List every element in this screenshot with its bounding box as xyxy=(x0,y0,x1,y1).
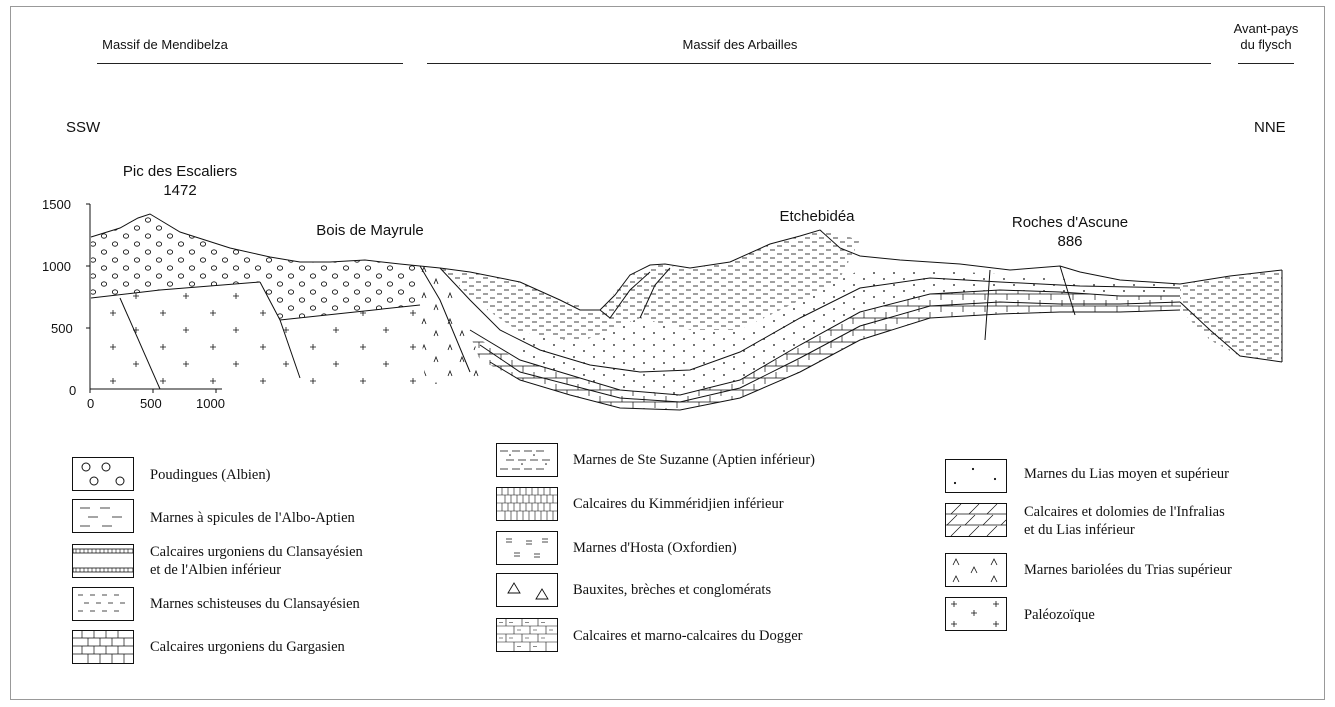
x-tick-500: 500 xyxy=(140,396,162,411)
region-line-mendibelza xyxy=(97,63,403,64)
x-tick-1000: 1000 xyxy=(196,396,225,411)
legend-label-paleozoique: Paléozoïque xyxy=(1024,607,1095,623)
region-label-mendibelza: Massif de Mendibelza xyxy=(102,37,228,52)
legend-label-calcaires-infralias: Calcaires et dolomies de l'Infralias et … xyxy=(1024,504,1225,538)
legend-label-calcaires-dogger: Calcaires et marno-calcaires du Dogger xyxy=(573,628,803,644)
region-label-arbailles: Massif des Arbailles xyxy=(682,37,798,52)
place-bois-de-mayrule: Bois de Mayrule xyxy=(316,222,424,239)
orientation-right: NNE xyxy=(1254,119,1286,136)
legend-swatch-calcaires-dogger xyxy=(496,618,558,652)
unit-flysch xyxy=(1180,270,1282,362)
legend-label-calcaires-kimmeridjien: Calcaires du Kimméridjien inférieur xyxy=(573,496,784,512)
legend-label-marnes-hosta: Marnes d'Hosta (Oxfordien) xyxy=(573,540,737,556)
figure-frame xyxy=(10,6,1325,700)
legend-swatch-marnes-ste-suzanne xyxy=(496,443,558,477)
y-tick-0: 0 xyxy=(69,383,77,398)
legend-label-bauxites: Bauxites, brèches et conglomérats xyxy=(573,582,772,598)
legend-label-marnes-schisteuses: Marnes schisteuses du Clansayésien xyxy=(150,596,360,612)
legend-swatch-marnes-hosta xyxy=(496,531,558,565)
unit-lias xyxy=(520,270,1180,395)
axes xyxy=(86,203,222,393)
legend-swatch-marnes-lias xyxy=(945,459,1007,493)
unit-paleozoique xyxy=(91,282,425,389)
legend-label-marnes-trias: Marnes bariolées du Trias supérieur xyxy=(1024,562,1232,578)
place-etchebidea: Etchebidéa xyxy=(779,208,855,225)
legend-swatch-calcaires-infralias xyxy=(945,503,1007,537)
legend-swatch-marnes-trias xyxy=(945,553,1007,587)
unit-calcaires-band xyxy=(470,290,1180,410)
legend-swatch-calcaires-clansayesien xyxy=(72,544,134,578)
orientation-left: SSW xyxy=(66,119,101,136)
legend-label-calcaires-gargasien: Calcaires urgoniens du Gargasien xyxy=(150,639,345,655)
legend-swatch-paleozoique xyxy=(945,597,1007,631)
legend-label-marnes-ste-suzanne: Marnes de Ste Suzanne (Aptien inférieur) xyxy=(573,452,815,468)
place-roches-dascune: Roches d'Ascune 886 xyxy=(1011,214,1129,250)
y-tick-1000: 1000 xyxy=(42,259,71,274)
structural-lines xyxy=(90,213,1283,411)
region-line-arbailles xyxy=(427,63,1211,64)
unit-marnes-syncline xyxy=(440,230,860,342)
legend-label-poudingues: Poudingues (Albien) xyxy=(150,467,271,483)
region-line-flysch xyxy=(1238,63,1294,64)
legend-swatch-calcaires-kimmeridjien xyxy=(496,487,558,521)
y-tick-1500: 1500 xyxy=(42,197,71,212)
legend-swatch-bauxites xyxy=(496,573,558,607)
legend-label-calcaires-clansayesien: Calcaires urgoniens du Clansayésien et d… xyxy=(150,544,363,578)
legend-label-marnes-lias: Marnes du Lias moyen et supérieur xyxy=(1024,466,1229,482)
region-label-flysch: Avant-pays du flysch xyxy=(1233,21,1299,52)
legend-swatch-poudingues xyxy=(72,457,134,491)
x-tick-0: 0 xyxy=(87,396,95,411)
legend-swatch-calcaires-gargasien xyxy=(72,630,134,664)
place-pic-des-escaliers: Pic des Escaliers 1472 xyxy=(122,163,238,199)
unit-poudingues xyxy=(91,214,420,320)
y-tick-500: 500 xyxy=(51,321,73,336)
legend-label-marnes-spicules: Marnes à spicules de l'Albo-Aptien xyxy=(150,510,355,526)
legend-swatch-marnes-schisteuses xyxy=(72,587,134,621)
legend-swatch-marnes-spicules xyxy=(72,499,134,533)
